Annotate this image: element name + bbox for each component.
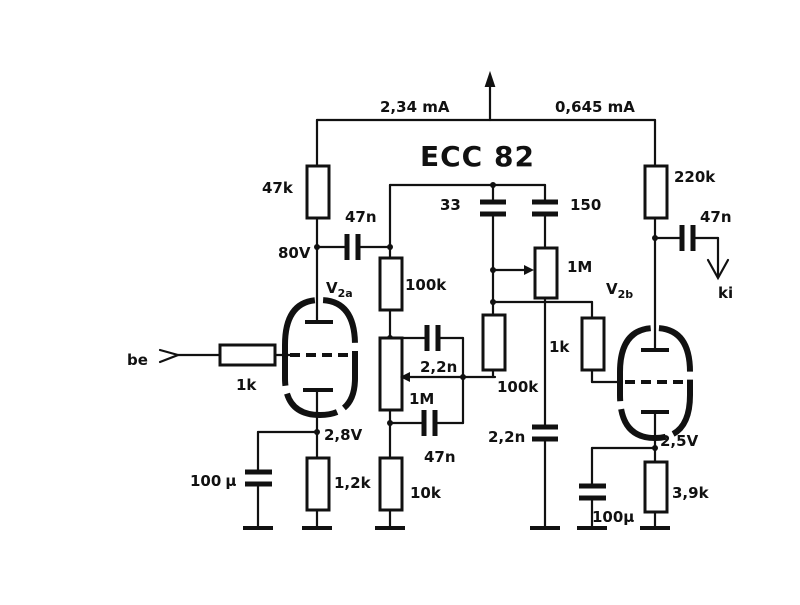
cathode-network-right — [577, 445, 670, 530]
label-c-2n2-upper: 2,2n — [420, 358, 457, 376]
input-network-left — [158, 343, 292, 367]
label-c-coupling-left: 47n — [345, 208, 377, 226]
label-r-cathode-left: 1,2k — [334, 474, 372, 492]
pot-1m-left — [378, 336, 404, 412]
label-r-anode-left: 47k — [262, 179, 294, 197]
input-arrow-icon — [158, 348, 182, 364]
resistor-cathode-right — [643, 460, 669, 514]
capacitor-coupling-right — [653, 225, 730, 281]
label-c-150: 150 — [570, 196, 601, 214]
label-output: ki — [718, 284, 733, 302]
capacitor-47n-lower — [388, 410, 465, 436]
capacitor-coupling-left — [315, 234, 393, 260]
output-arrow-icon — [706, 258, 730, 281]
label-tube-right: V2b — [606, 280, 633, 301]
label-c-33: 33 — [440, 196, 461, 214]
label-r-10k: 10k — [410, 484, 442, 502]
label-r-100k-center: 100k — [497, 378, 539, 396]
capacitor-2n2-upper — [388, 325, 465, 425]
label-c-2n2-lower: 2,2n — [488, 428, 525, 446]
resistor-anode-left — [305, 118, 331, 320]
resistor-cathode-left — [305, 456, 331, 512]
label-r-cathode-right: 3,9k — [672, 484, 710, 502]
label-r-1k-right: 1k — [549, 338, 570, 356]
supply-current-right: 0,645 mA — [555, 98, 635, 116]
resistor-10k — [378, 456, 404, 512]
resistor-anode-right — [643, 118, 669, 347]
pot-1m-right — [533, 246, 559, 300]
label-input: be — [127, 351, 148, 369]
tube-v2a — [282, 296, 358, 434]
cathode-network-left — [243, 429, 332, 530]
label-r-100k-left: 100k — [405, 276, 447, 294]
label-c-coupling-right: 47n — [700, 208, 732, 226]
label-r-anode-right: 220k — [674, 168, 716, 186]
label-pot-1m-left: 1M — [409, 390, 434, 408]
resistor-grid-right — [580, 300, 624, 384]
label-node-anode-left: 80V — [278, 244, 311, 262]
supply-current-left: 2,34 mA — [380, 98, 450, 116]
label-node-cathode-right: 2,5V — [660, 432, 699, 450]
label-node-cathode-left: 2,8V — [324, 426, 363, 444]
label-c-47n-lower: 47n — [424, 448, 456, 466]
label-r-grid-left: 1k — [236, 376, 257, 394]
resistor-100k-left — [378, 256, 404, 312]
diagram-title: ECC 82 — [420, 140, 535, 173]
tube-v2b — [617, 324, 693, 450]
label-c-cathode-right: 100µ — [592, 508, 634, 526]
resistor-grid-left — [218, 343, 277, 367]
tone-stack-left-column — [375, 183, 547, 530]
supply-arrow-icon — [484, 70, 496, 87]
label-pot-1m-right: 1M — [567, 258, 592, 276]
supply-rail — [315, 70, 657, 122]
label-tube-left: V2a — [326, 279, 353, 300]
resistor-100k-center — [481, 313, 507, 372]
tone-stack-center — [480, 182, 594, 530]
